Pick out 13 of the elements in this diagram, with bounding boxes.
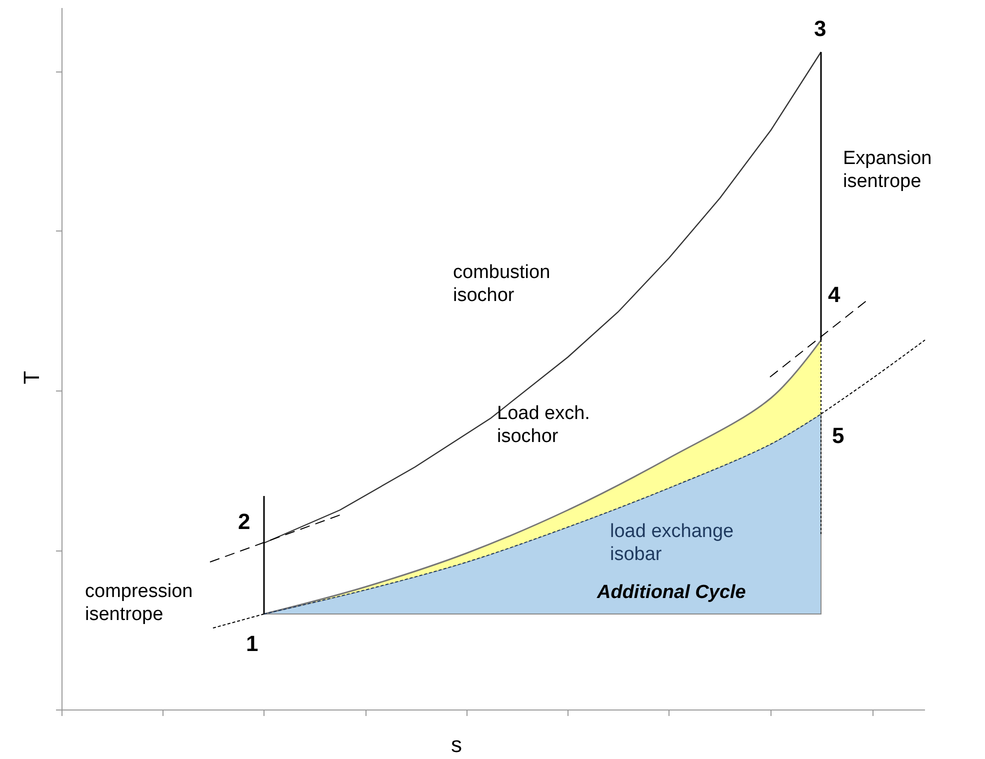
axis-label: s: [451, 733, 462, 756]
curve-label: combustion isochor: [453, 261, 552, 307]
curve-label: Load exch. isochor: [497, 402, 591, 448]
curve-label: Expansion isentrope: [843, 147, 933, 193]
region-label: Additional Cycle: [597, 581, 746, 604]
axis-label: T: [20, 370, 44, 384]
curve-label: load exchange isobar: [610, 520, 735, 566]
point-label: 2: [238, 510, 250, 533]
point-label: 1: [246, 632, 258, 655]
curve-label: compression isentrope: [85, 580, 194, 626]
point-label: 5: [832, 424, 844, 447]
point-label: 3: [814, 17, 826, 40]
point-label: 4: [828, 283, 840, 306]
